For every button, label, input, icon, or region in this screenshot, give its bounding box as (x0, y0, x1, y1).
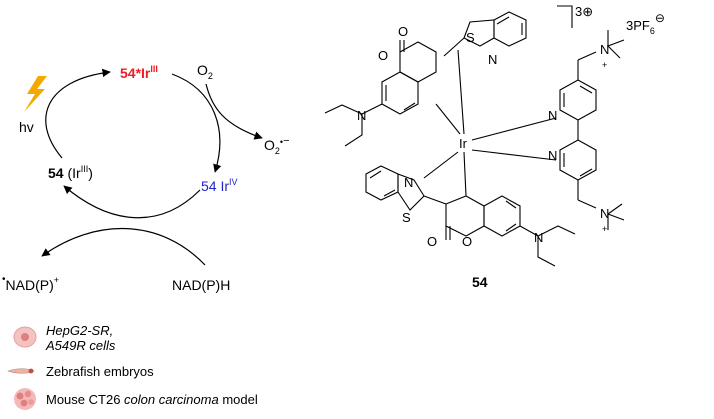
cycle-arrow-excitation (45, 68, 111, 159)
lower-thiazole-ring (397, 173, 425, 211)
upper-sulfur-atom: S (466, 30, 475, 45)
legend-mouse-text-2: colon carcinoma (124, 391, 219, 407)
tumor-icon (14, 388, 36, 410)
upper-thiazole-ring (463, 19, 495, 47)
upper-coumarin-benzene (381, 71, 419, 115)
lightning-icon (24, 76, 47, 112)
ir-n-bipy-bond-2 (471, 149, 557, 161)
legend-mouse-text-3: model (218, 391, 258, 407)
complex-charge: 3⊕ (575, 4, 593, 19)
upper-pyridine-nitrogen: N (548, 108, 557, 123)
upper-ring-oxygen: O (378, 48, 388, 63)
cycle-arrow-reduction (63, 185, 201, 219)
lower-pyridine-nitrogen: N (548, 148, 557, 163)
legend-row-cells: HepG2-SR, A549R cells (46, 322, 115, 354)
legend-cells-line-1: HepG2-SR, (46, 323, 114, 338)
ir-c-bond (435, 103, 461, 135)
superoxide-label: O2•− (264, 135, 290, 156)
lower-benzothiazole-benzene (365, 165, 399, 201)
o2-arrow (205, 83, 263, 140)
ir-n-lower-bond (423, 151, 459, 179)
legend-mouse-text-1: Mouse CT26 (46, 391, 125, 407)
upper-ammonium-nitrogen: N (600, 42, 609, 57)
light-label: hv (19, 119, 34, 135)
lower-ammonium-charge: + (602, 224, 607, 234)
lower-coumarin-benzene (483, 195, 521, 237)
nadp-radical-label: •NAD(P)+ (2, 274, 59, 293)
lower-pyridine-ring (559, 139, 597, 181)
upper-benzothiazole-benzene (493, 11, 527, 47)
lower-ring-oxygen: O (462, 234, 472, 249)
ir-c-lower-bond (463, 151, 467, 197)
upper-amine-nitrogen: N (357, 108, 366, 123)
cycle-arrow-oxidation (171, 73, 222, 173)
atom-labels: Ir S N O O N N S O O N N N N + N + (357, 24, 609, 249)
upper-ammonium-charge: + (602, 60, 607, 70)
oxidized-state-label: 54 IrIV (201, 177, 238, 194)
excited-state-label: 54*IrIII (120, 64, 158, 81)
counterion-label: 3PF6⊖ (626, 11, 665, 36)
lower-amine-nitrogen: N (534, 230, 543, 245)
upper-pyridine-ring (559, 79, 597, 121)
photocatalytic-cycle (41, 68, 263, 266)
nadph-arrow (41, 228, 206, 266)
oxygen-label: O2 (197, 62, 213, 81)
lower-sulfur-atom: S (402, 210, 411, 225)
lower-coumarin-pyranone (445, 195, 485, 237)
lower-carbonyl-oxygen: O (427, 234, 437, 249)
lower-thiazole-nitrogen: N (404, 175, 413, 190)
upper-carbonyl-oxygen: O (398, 24, 408, 39)
legend-row-mouse: Mouse CT26 colon carcinoma model (46, 386, 258, 412)
cell-icon (13, 326, 37, 348)
legend-zebrafish-text: Zebrafish embryos (46, 363, 154, 379)
compound-number: 54 (472, 274, 488, 290)
complex-bracket (557, 5, 573, 28)
ground-state-label: 54 (IrIII) (48, 164, 93, 181)
upper-coumarin-pyranone (399, 41, 437, 83)
iridium-complex-structure (324, 5, 625, 267)
lower-ammonium-nitrogen: N (600, 206, 609, 221)
ir-n-bipy-bond (471, 117, 557, 141)
iridium-atom: Ir (459, 136, 468, 151)
nadph-label: NAD(P)H (172, 277, 230, 293)
upper-thiazole-nitrogen: N (488, 52, 497, 67)
zebrafish-icon (7, 368, 35, 374)
ir-n-bond (457, 49, 465, 135)
legend-row-zebrafish: Zebrafish embryos (46, 358, 154, 384)
legend-cells-line-2: A549R cells (46, 338, 116, 353)
